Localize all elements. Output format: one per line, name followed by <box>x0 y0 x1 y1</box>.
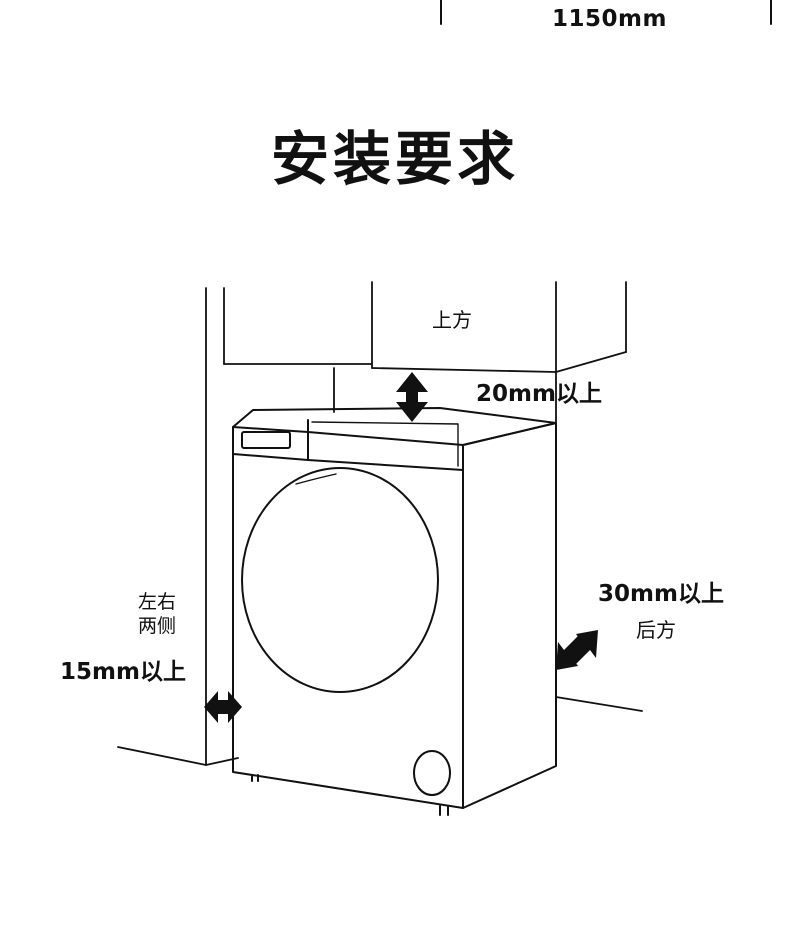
label-back: 后方 <box>636 618 676 642</box>
upper-cabinet <box>223 281 627 373</box>
back-gap-arrow <box>556 630 598 670</box>
washing-machine <box>232 407 557 816</box>
top-gap-arrow <box>396 372 428 422</box>
page-title: 安装要求 <box>270 125 519 193</box>
dimension-ticks <box>440 0 772 25</box>
label-sides-line2: 两侧 <box>138 615 177 637</box>
label-sides-line1: 左右 <box>138 591 177 613</box>
machine-front <box>232 426 464 809</box>
door <box>241 467 439 693</box>
machine-side <box>462 422 557 809</box>
label-back-gap: 30mm以上 <box>598 581 724 607</box>
side-gap-arrow <box>204 691 242 723</box>
floor-lines <box>117 696 643 766</box>
display-window <box>241 431 291 449</box>
label-top-gap: 20mm以上 <box>476 381 602 407</box>
label-above: 上方 <box>432 308 472 332</box>
machine-top <box>232 407 557 446</box>
label-sides: 左右 两侧 <box>138 590 176 638</box>
dimension-1150mm: 1150mm <box>552 6 667 32</box>
label-side-gap: 15mm以上 <box>60 659 186 685</box>
filter-cap <box>413 750 451 796</box>
